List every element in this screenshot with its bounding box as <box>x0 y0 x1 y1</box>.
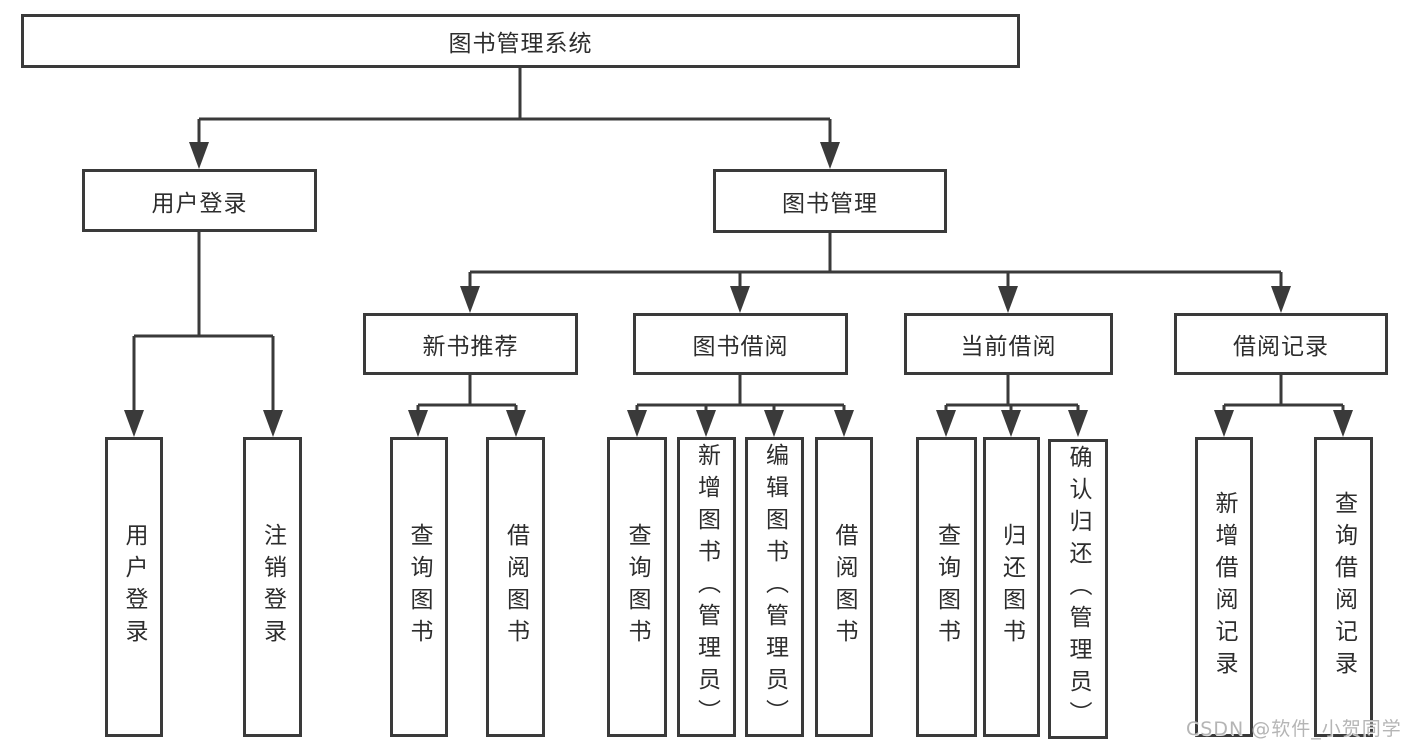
leaf-user-login: 用户登录 <box>105 437 163 737</box>
leaf-query-books-current: 查询图书 <box>916 437 977 737</box>
leaf-query-borrow-record: 查询借阅记录 <box>1314 437 1373 737</box>
node-current-borrow: 当前借阅 <box>904 313 1113 375</box>
leaf-logout: 注销登录 <box>243 437 302 737</box>
node-user-login: 用户登录 <box>82 169 317 232</box>
node-book-borrow: 图书借阅 <box>633 313 848 375</box>
csdn-watermark: CSDN @软件_小贺同学 <box>1186 718 1402 740</box>
leaf-add-books-admin: 新增图书（管理员） <box>677 437 736 737</box>
leaf-confirm-return-admin: 确认归还（管理员） <box>1048 439 1108 739</box>
leaf-edit-books-admin: 编辑图书（管理员） <box>745 437 804 737</box>
leaf-return-books: 归还图书 <box>983 437 1040 737</box>
leaf-query-books-recommend: 查询图书 <box>390 437 448 737</box>
leaf-query-books-borrow: 查询图书 <box>607 437 667 737</box>
node-root: 图书管理系统 <box>21 14 1020 68</box>
node-borrow-record: 借阅记录 <box>1174 313 1388 375</box>
leaf-borrow-books: 借阅图书 <box>815 437 873 737</box>
connector-paths <box>132 68 1345 417</box>
node-book-management: 图书管理 <box>713 169 947 233</box>
leaf-add-borrow-record: 新增借阅记录 <box>1195 437 1253 737</box>
leaf-borrow-books-recommend: 借阅图书 <box>486 437 545 737</box>
node-new-book-recommend: 新书推荐 <box>363 313 578 375</box>
arrowheads <box>124 142 1353 437</box>
